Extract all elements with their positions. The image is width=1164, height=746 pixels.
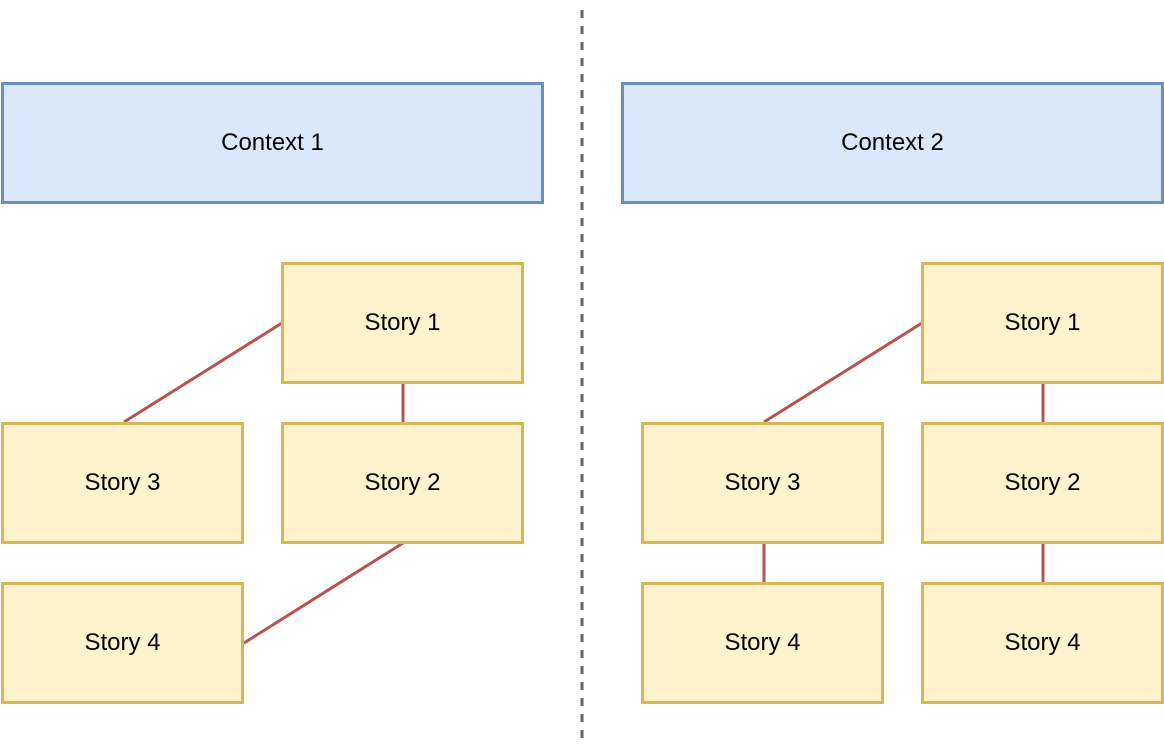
left-story-2-label: Story 2 [364, 469, 441, 496]
left-story-1-label: Story 1 [364, 309, 441, 336]
left-story-3-label: Story 3 [84, 469, 161, 496]
right-story-3-label: Story 3 [724, 469, 801, 496]
context-2-label: Context 2 [841, 129, 944, 156]
edge-left-story2-story4 [243, 541, 404, 645]
left-story-4-box[interactable]: Story 4 [1, 582, 244, 704]
right-story-2-box[interactable]: Story 2 [921, 422, 1164, 544]
right-story-2-label: Story 2 [1004, 469, 1081, 496]
edge-left-story1-story3 [123, 321, 283, 424]
context-1-label: Context 1 [221, 129, 324, 156]
right-story-1-box[interactable]: Story 1 [921, 262, 1164, 384]
left-story-4-label: Story 4 [84, 629, 161, 656]
edge-right-story1-story3 [763, 321, 923, 424]
left-story-1-box[interactable]: Story 1 [281, 262, 524, 384]
right-story-1-label: Story 1 [1004, 309, 1081, 336]
left-story-2-box[interactable]: Story 2 [281, 422, 524, 544]
right-story-4b-box[interactable]: Story 4 [921, 582, 1164, 704]
context-1-box[interactable]: Context 1 [1, 82, 544, 204]
right-story-4a-box[interactable]: Story 4 [641, 582, 884, 704]
context-2-box[interactable]: Context 2 [621, 82, 1164, 204]
right-story-4b-label: Story 4 [1004, 629, 1081, 656]
left-story-3-box[interactable]: Story 3 [1, 422, 244, 544]
right-story-3-box[interactable]: Story 3 [641, 422, 884, 544]
right-story-4a-label: Story 4 [724, 629, 801, 656]
